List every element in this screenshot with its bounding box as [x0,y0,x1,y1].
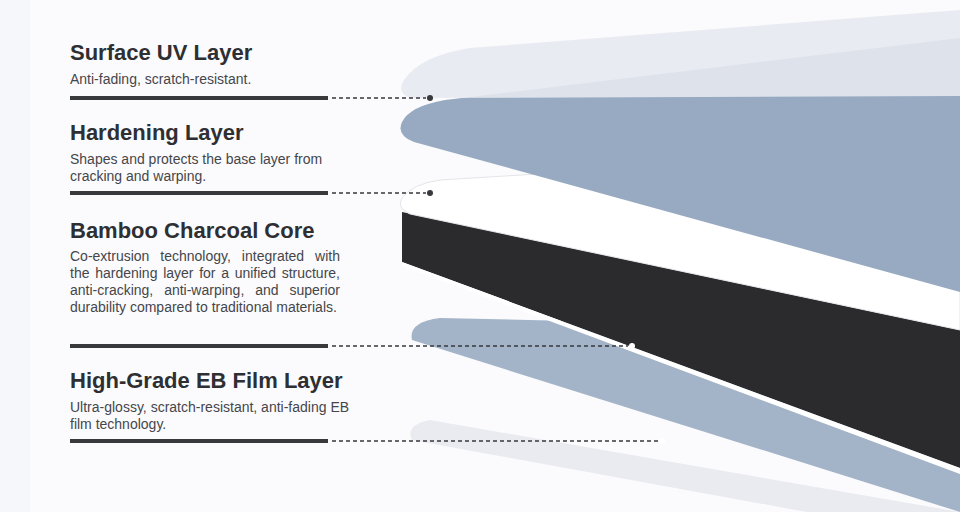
layer-heading: Bamboo Charcoal Core [70,218,315,244]
leader [70,343,635,349]
layer-description: Co-extrusion technology, integrated with… [70,248,340,316]
layer-description: Anti-fading, scratch-resistant. [70,71,360,88]
layer-heading: Surface UV Layer [70,40,252,66]
layer-description: Shapes and protects the base layer from … [70,151,332,185]
leader [70,438,665,444]
leader [70,95,433,101]
uv-layer [401,10,960,98]
layer-heading: High-Grade EB Film Layer [70,368,343,394]
layer-heading: Hardening Layer [70,120,244,146]
leader [70,190,433,196]
layer-description: Ultra-glossy, scratch-resistant, anti-fa… [70,399,360,433]
